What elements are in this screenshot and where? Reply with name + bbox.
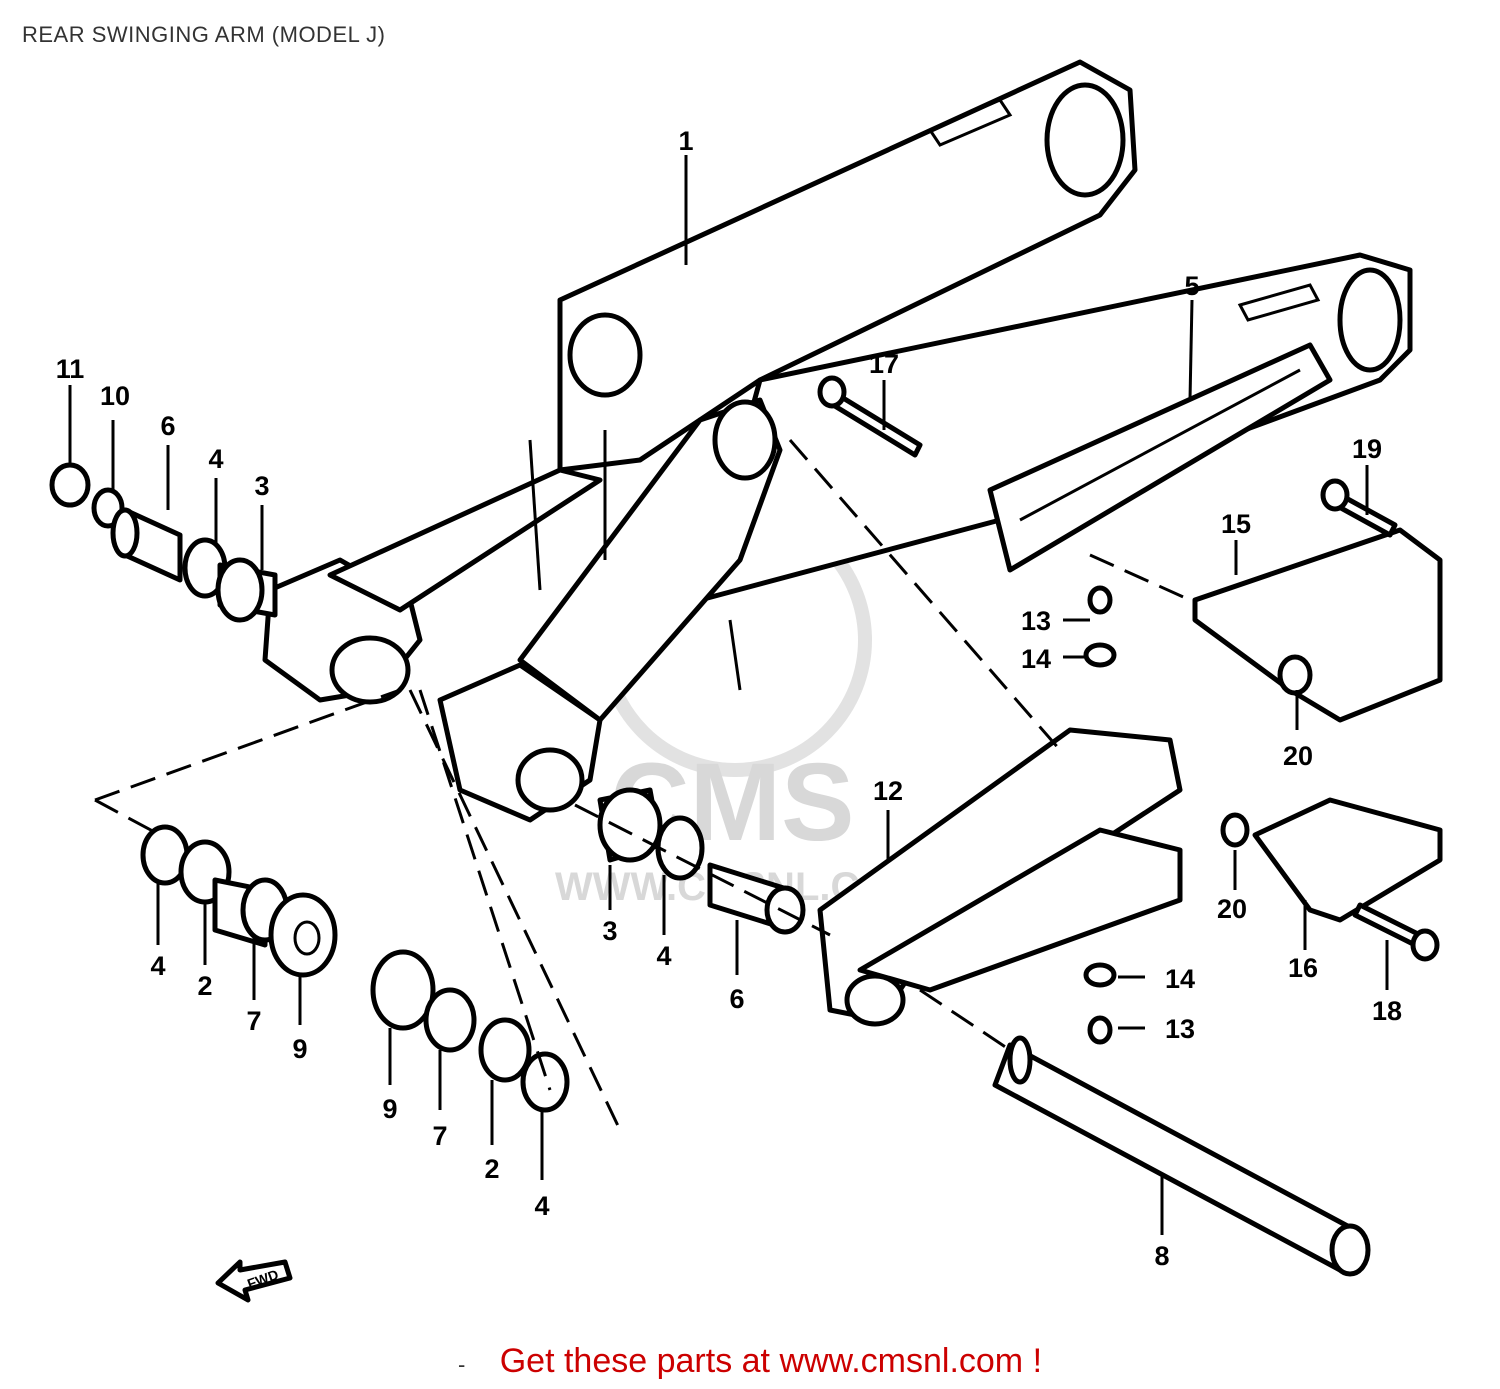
swing-arm [262, 59, 1413, 823]
label-9b: 9 [382, 1094, 397, 1124]
left-lower-hardware [140, 824, 570, 1113]
label-4d: 4 [534, 1191, 549, 1221]
label-4a: 4 [208, 444, 223, 474]
label-2a: 2 [197, 971, 212, 1001]
label-19: 19 [1352, 434, 1382, 464]
left-upper-hardware [49, 462, 278, 623]
label-2b: 2 [484, 1154, 499, 1184]
label-13b: 13 [1165, 1014, 1195, 1044]
parts-shop-link[interactable]: Get these parts at www.cmsnl.com ! [499, 1342, 1043, 1380]
label-5: 5 [1184, 271, 1199, 301]
label-8: 8 [1154, 1241, 1169, 1271]
label-20b: 20 [1217, 894, 1247, 924]
label-12: 12 [873, 776, 903, 806]
label-9a: 9 [292, 1034, 307, 1064]
label-18: 18 [1372, 996, 1402, 1026]
label-10: 10 [100, 381, 130, 411]
label-7b: 7 [432, 1121, 447, 1151]
label-17: 17 [869, 349, 899, 379]
part-labels: 1 5 17 19 15 11 10 6 4 3 13 14 20 12 20 … [56, 126, 1402, 1271]
label-6a: 6 [160, 411, 175, 441]
assembly-lines [94, 439, 1191, 1131]
label-3a: 3 [254, 471, 269, 501]
label-15: 15 [1221, 509, 1251, 539]
label-4c: 4 [656, 941, 671, 971]
leader-lines [68, 155, 1389, 1235]
label-16: 16 [1288, 953, 1318, 983]
label-4b: 4 [150, 951, 165, 981]
diagram-title: REAR SWINGING ARM (MODEL J) [22, 22, 386, 47]
torque-link [817, 727, 1183, 1027]
label-13a: 13 [1021, 606, 1051, 636]
bracket-15 [1192, 527, 1443, 723]
label-14b: 14 [1165, 964, 1195, 994]
label-6b: 6 [729, 984, 744, 1014]
label-3b: 3 [602, 916, 617, 946]
bolts [817, 375, 1440, 1277]
label-20a: 20 [1283, 741, 1313, 771]
footer: - Get these parts at www.cmsnl.com ! [0, 1342, 1500, 1381]
label-7a: 7 [246, 1006, 261, 1036]
footer-dash: - [457, 1352, 466, 1377]
label-14a: 14 [1021, 644, 1051, 674]
bracket-16 [1220, 797, 1443, 923]
label-1: 1 [678, 126, 693, 156]
fwd-arrow-icon: FWD [215, 1259, 293, 1303]
label-11: 11 [56, 354, 85, 384]
centre-hardware [597, 787, 806, 935]
